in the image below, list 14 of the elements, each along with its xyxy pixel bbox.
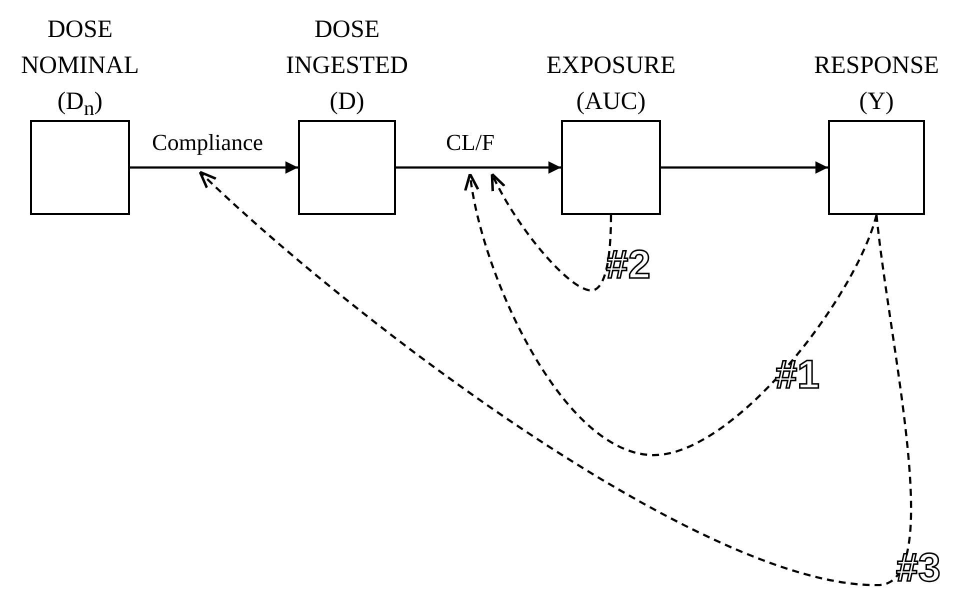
outlined-number: #3 [896,548,940,588]
box-heading: EXPOSURE [545,51,677,81]
symbol-label: (AUC) [575,87,647,117]
symbol-label: (D) [328,87,366,117]
dashed-arrow [198,170,912,586]
box-heading: DOSE NOMINAL [20,15,140,81]
box-heading: RESPONSE [812,51,940,81]
dashed-arrow [490,172,612,292]
dashed-arrow [464,172,878,456]
box-heading: DOSE INGESTED [284,15,410,81]
outlined-number: #1 [775,355,820,395]
symbol-label: (Y) [858,87,895,117]
symbol-label: (D$_{n}$) [56,87,104,122]
outlined-number: #2 [606,245,650,285]
